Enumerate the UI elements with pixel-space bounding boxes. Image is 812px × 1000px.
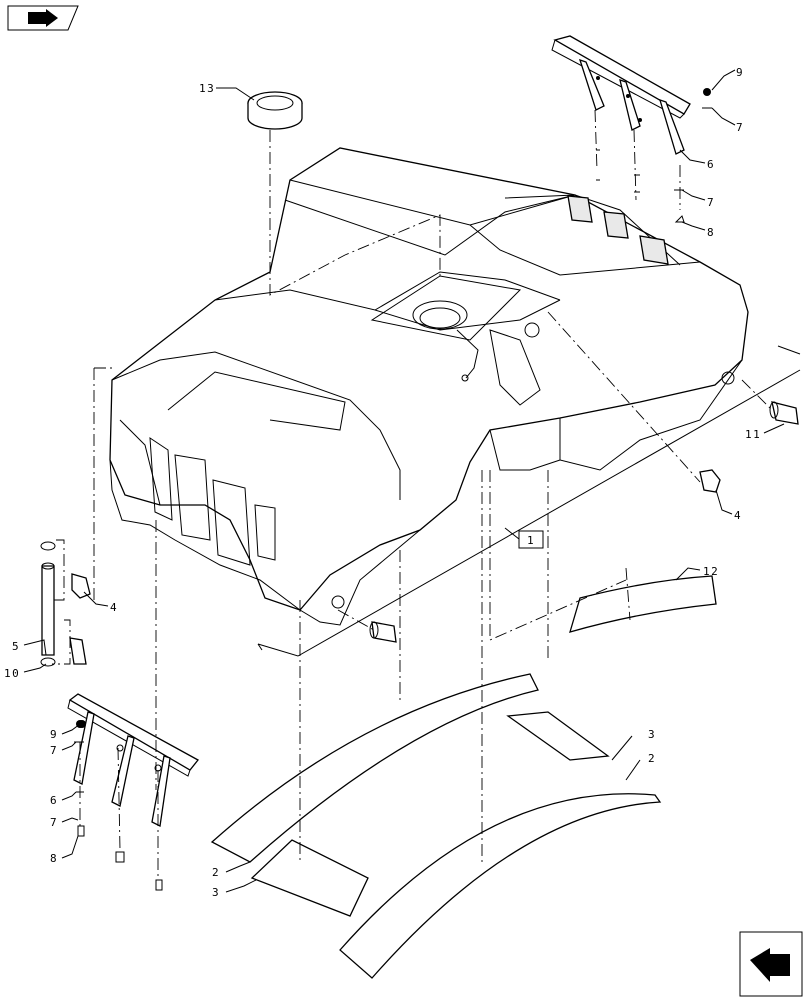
- callout-7-bottom-b: 7: [50, 816, 58, 829]
- callout-13: 13: [199, 82, 215, 95]
- vent-tube: [40, 541, 56, 667]
- callout-4-left: 4: [110, 601, 118, 614]
- callout-7-top-a: 7: [736, 121, 744, 134]
- callout-7-top-b: 7: [707, 196, 715, 209]
- callout-1: 1: [527, 534, 535, 547]
- callout-6-bottom: 6: [50, 794, 58, 807]
- decal-strip-2-upper: [210, 673, 539, 863]
- hose-barb-fitting-front: [369, 621, 397, 643]
- callout-box-1: [518, 530, 544, 549]
- hose-barb-fitting-11: [769, 401, 799, 425]
- upper-mounting-bracket: [551, 35, 691, 155]
- callout-5: 5: [12, 640, 20, 653]
- navigation-arrow-icon[interactable]: [739, 931, 803, 997]
- callout-2-left: 2: [212, 866, 220, 879]
- leader-lines: [23, 69, 785, 893]
- callout-11: 11: [745, 428, 761, 441]
- callout-4-right: 4: [734, 509, 742, 522]
- assembly-lines: [50, 109, 773, 880]
- callout-12: 12: [703, 565, 719, 578]
- lower-mounting-bracket: [67, 693, 199, 827]
- decal-12: [569, 575, 717, 633]
- decal-3-right: [506, 711, 610, 761]
- callout-9-bottom: 9: [50, 728, 58, 741]
- decal-strip-2-lower: [339, 793, 662, 979]
- callout-6-top: 6: [707, 158, 715, 171]
- callout-7-bottom-a: 7: [50, 744, 58, 757]
- callout-10: 10: [4, 667, 20, 680]
- callout-9-top: 9: [736, 66, 744, 79]
- callout-labels: 13 9 7 6 7 8 11 4 1 4 5 10 12 9 7 6 7 8 …: [4, 66, 761, 899]
- decal-3-left: [250, 839, 369, 917]
- callout-3-right: 3: [648, 728, 656, 741]
- callout-8-top: 8: [707, 226, 715, 239]
- callout-2-right: 2: [648, 752, 656, 765]
- book-icon[interactable]: [7, 5, 79, 31]
- elbow-fitting-right: [699, 469, 721, 493]
- filler-cap: [247, 91, 303, 130]
- elbow-fitting-left: [69, 573, 91, 665]
- callout-8-bottom: 8: [50, 852, 58, 865]
- fuel-tank: [109, 147, 749, 626]
- callout-3-left: 3: [212, 886, 220, 899]
